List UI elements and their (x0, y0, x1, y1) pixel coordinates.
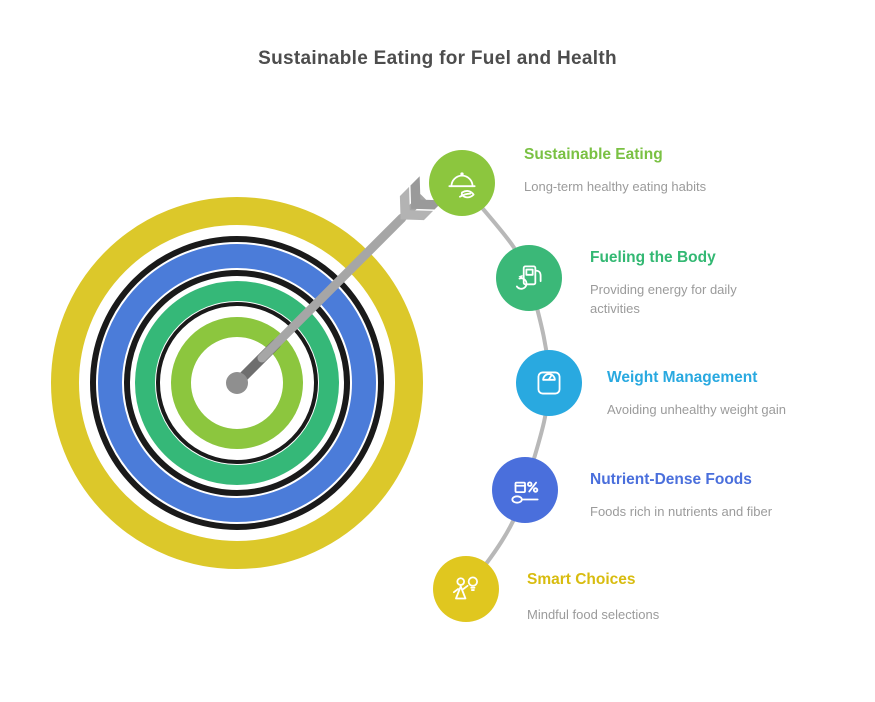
item-description-wrap: Long-term healthy eating habits (524, 178, 804, 197)
node-circle-nutrient-dense-foods (492, 457, 558, 523)
item-description: Mindful food selections (527, 607, 660, 622)
target-rings (51, 197, 423, 569)
node-circle-smart-choices (433, 556, 499, 622)
dart-arrow-icon (226, 176, 444, 394)
item-title: Fueling the Body (590, 249, 716, 266)
page-title: Sustainable Eating for Fuel and Health (258, 48, 617, 69)
item-description-wrap: Avoiding unhealthy weight gain (607, 401, 867, 420)
item-title: Weight Management (607, 369, 758, 386)
list-item-sustainable-eating: Sustainable Eating (524, 146, 804, 165)
item-description: Foods rich in nutrients and fiber (590, 504, 773, 519)
nutrient-foods-icon (511, 481, 539, 504)
scale-icon (537, 371, 561, 395)
cloche-leaf-icon (448, 172, 476, 199)
fuel-pump-icon (515, 265, 542, 290)
item-description-wrap: Foods rich in nutrients and fiber (590, 503, 850, 522)
item-description: Avoiding unhealthy weight gain (607, 402, 787, 417)
node-circle-fueling-the-body (496, 245, 562, 311)
person-idea-icon (452, 576, 478, 600)
item-title: Smart Choices (527, 571, 636, 588)
item-title: Nutrient-Dense Foods (590, 471, 752, 488)
list-item-weight-management: Weight Management (607, 369, 867, 388)
node-circle-sustainable-eating (429, 150, 495, 216)
item-title: Sustainable Eating (524, 146, 663, 163)
item-description-wrap: Providing energy for daily activities (590, 281, 790, 319)
node-circle-weight-management (516, 350, 582, 416)
target-center-dot (226, 372, 248, 394)
item-description: Providing energy for daily activities (590, 282, 737, 316)
list-item-smart-choices: Smart Choices (527, 571, 777, 590)
item-description: Long-term healthy eating habits (524, 179, 707, 194)
list-item-nutrient-dense-foods: Nutrient-Dense Foods (590, 471, 850, 490)
item-description-wrap: Mindful food selections (527, 606, 777, 625)
list-item-fueling-the-body: Fueling the Body (590, 249, 830, 268)
